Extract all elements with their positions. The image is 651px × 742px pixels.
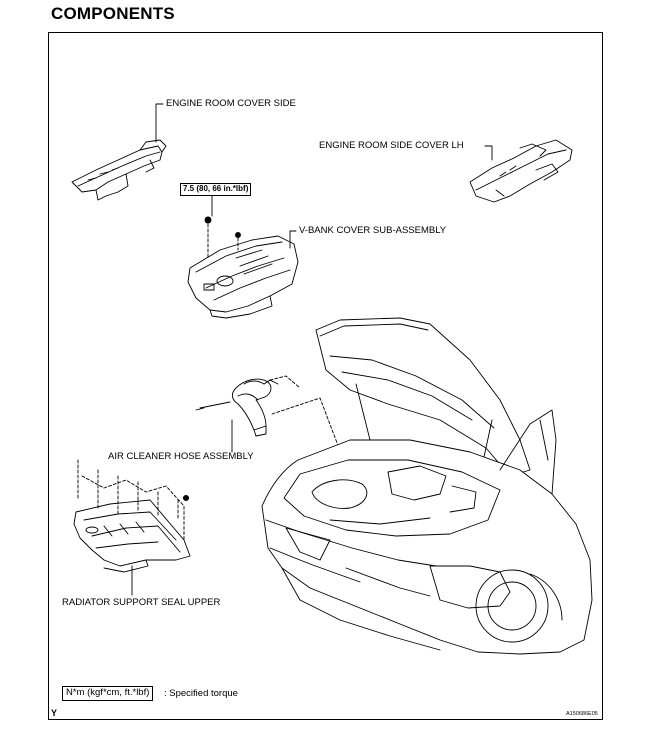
legend-torque-unit: N*m (kgf*cm, ft.*lbf): [62, 686, 154, 701]
torque-spec-box: 7.5 (80, 66 in.*lbf): [180, 183, 252, 196]
legend-description: : Specified torque: [164, 688, 238, 699]
figure-code: A150686E05: [566, 711, 598, 717]
seal-clip: [182, 494, 190, 502]
diagram-frame: [48, 32, 603, 720]
air-cleaner-hose-part: [195, 378, 279, 437]
radiator-seal-guides: [77, 459, 185, 541]
label-engine-room-side-cover-lh: ENGINE ROOM SIDE COVER LH: [319, 140, 464, 151]
label-air-cleaner-hose: AIR CLEANER HOSE ASSEMBLY: [108, 451, 254, 462]
page-heading: COMPONENTS: [51, 4, 175, 23]
label-radiator-support-seal: RADIATOR SUPPORT SEAL UPPER: [62, 597, 221, 608]
engine-room-cover-side-part: [71, 139, 167, 201]
radiator-support-seal-part: [73, 499, 191, 573]
engine-room-side-cover-lh-part: [469, 139, 573, 203]
vehicle-front-part: [261, 317, 593, 655]
label-engine-room-cover-side: ENGINE ROOM COVER SIDE: [166, 98, 296, 109]
corner-mark: Y: [51, 708, 58, 718]
leader-engine-room-cover-side: [155, 103, 164, 143]
leader-v-bank-cover: [289, 230, 297, 249]
v-bank-bolts: [204, 193, 241, 259]
v-bank-cover-part: [187, 235, 299, 319]
leader-engine-room-side-cover-lh: [484, 145, 493, 161]
label-v-bank-cover: V-BANK COVER SUB-ASSEMBLY: [299, 225, 447, 236]
